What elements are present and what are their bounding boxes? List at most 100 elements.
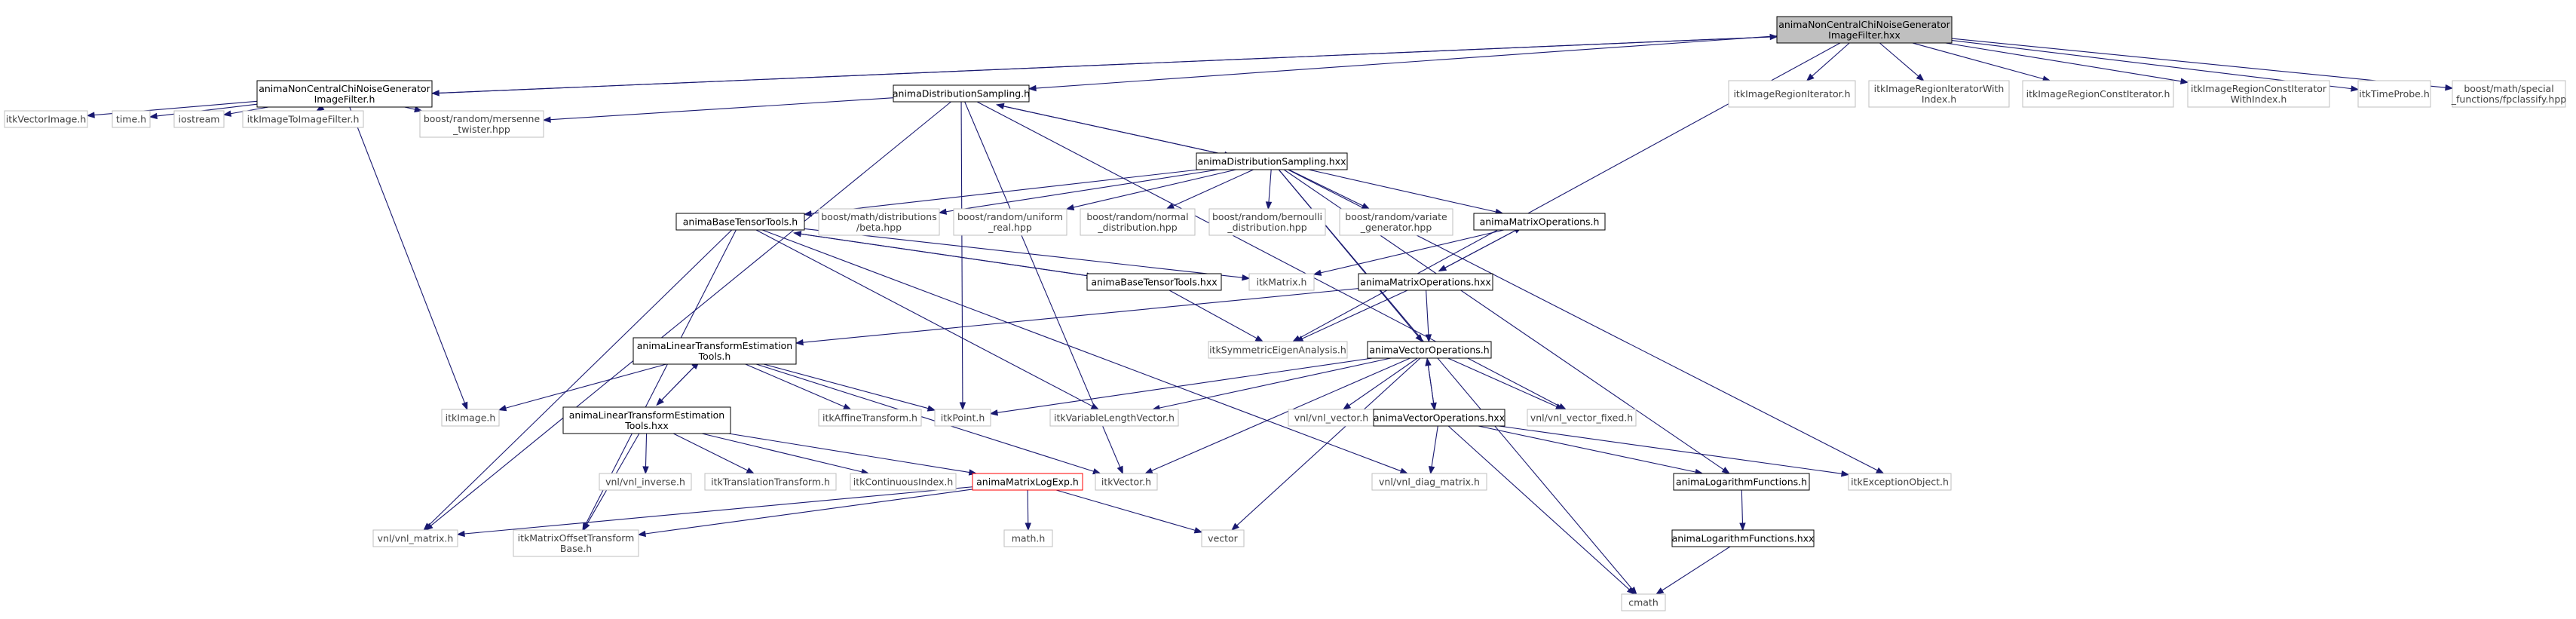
- node-label: animaLogarithmFunctions.hxx: [1672, 533, 1815, 544]
- edge-line: [432, 36, 1771, 94]
- node-box: [1671, 529, 1815, 547]
- edge-arrowhead: [746, 467, 755, 474]
- node-label: _twister.hpp: [452, 124, 510, 135]
- edge-arrowhead: [959, 402, 966, 411]
- edge-btt_hxx-to-itkSymmetricEigenAnalysis: [1169, 290, 1264, 342]
- edge-ltet_hxx-to-itkTranslationTransform: [672, 433, 755, 474]
- edge-line: [1151, 357, 1411, 471]
- edge-ds_h-to-vnl_matrix: [424, 101, 951, 531]
- edge-line: [430, 101, 951, 526]
- node-box: [675, 213, 805, 231]
- node-mo_h[interactable]: animaMatrixOperations.h: [1473, 213, 1606, 231]
- node-ds_h[interactable]: animaDistributionSampling.h: [893, 84, 1030, 103]
- node-label: animaVectorOperations.hxx: [1374, 412, 1505, 424]
- edge-arrowhead: [1144, 467, 1153, 474]
- node-label: _distribution.hpp: [1227, 222, 1306, 233]
- edge-mle_h-to-vnl_matrix: [456, 486, 973, 538]
- node-label: boost/random/normal: [1086, 211, 1188, 222]
- edge-arrowhead: [1739, 522, 1746, 532]
- edge-root-to-itkImageRegionIteratorWithIndex: [1879, 42, 1925, 81]
- edge-ds_hxx-to-beta: [938, 169, 1218, 215]
- edge-btt_hxx-to-btt_h: [792, 231, 1095, 277]
- node-box: [2452, 80, 2566, 108]
- edge-arrowhead: [222, 110, 232, 117]
- edge-line: [1912, 42, 2044, 80]
- node-mle_h[interactable]: animaMatrixLogExp.h: [972, 473, 1083, 491]
- node-box: [1080, 208, 1196, 236]
- node-label: itkSymmetricEigenAnalysis.h: [1209, 345, 1346, 356]
- node-itkVariableLengthVector: itkVariableLengthVector.h: [1049, 409, 1179, 427]
- node-ncc_h[interactable]: animaNonCentralChiNoiseGeneratorImageFil…: [256, 80, 433, 108]
- edge-arrowhead: [1028, 84, 1037, 92]
- node-lf_h[interactable]: animaLogarithmFunctions.h: [1673, 473, 1810, 491]
- edge-ds_hxx-to-bernoulli: [1265, 169, 1273, 210]
- node-itkImage: itkImage.h: [441, 409, 500, 427]
- node-label: itkImageRegionConstIterator.h: [2026, 88, 2170, 100]
- node-label: time.h: [116, 114, 146, 125]
- node-label: animaMatrixOperations.h: [1480, 216, 1600, 228]
- node-box: [1373, 409, 1505, 427]
- edge-vo_h-to-itkPoint: [989, 357, 1373, 416]
- node-ds_hxx[interactable]: animaDistributionSampling.hxx: [1196, 152, 1348, 170]
- edge-line: [1945, 42, 2182, 82]
- edge-line: [1320, 229, 1505, 274]
- edge-ncc_h-to-time_h: [149, 103, 258, 120]
- edge-vo_h-to-vnl_vector_fixed: [1447, 357, 1564, 410]
- edge-arrowhead: [1065, 204, 1075, 211]
- node-fpclassify: boost/math/special_functions/fpclassify.…: [2451, 80, 2566, 108]
- node-mo_hxx[interactable]: animaMatrixOperations.hxx: [1358, 273, 1493, 291]
- edge-arrowhead: [583, 522, 590, 532]
- edge-ltet_hxx-to-vnl_inverse: [642, 433, 649, 475]
- node-box: [1358, 273, 1493, 291]
- node-label: itkExceptionObject.h: [1851, 477, 1949, 488]
- node-vo_h[interactable]: animaVectorOperations.h: [1367, 341, 1492, 359]
- node-label: itkImageRegionIterator.h: [1733, 88, 1850, 100]
- node-box: [173, 110, 225, 128]
- node-btt_h[interactable]: animaBaseTensorTools.h: [675, 213, 805, 231]
- edge-arrowhead: [1265, 201, 1273, 210]
- node-label: boost/random/uniform: [957, 211, 1063, 222]
- edge-arrowhead: [1876, 467, 1885, 474]
- node-vo_hxx[interactable]: animaVectorOperations.hxx: [1373, 409, 1505, 427]
- node-label: vnl/vnl_inverse.h: [605, 477, 685, 488]
- node-btt_hxx[interactable]: animaBaseTensorTools.hxx: [1086, 273, 1222, 291]
- node-label: itkTimeProbe.h: [2359, 88, 2430, 100]
- node-box: [1728, 80, 1856, 108]
- edge-arrowhead: [1342, 403, 1352, 410]
- edge-ds_h-to-mersenne: [542, 97, 894, 123]
- edge-mle_h-to-math_h: [1025, 489, 1031, 532]
- edge-mo_h-to-itkMatrix: [1313, 229, 1505, 276]
- node-vnl_matrix: vnl/vnl_matrix.h: [372, 529, 458, 547]
- node-cmath: cmath: [1621, 593, 1666, 611]
- node-box: [704, 473, 837, 491]
- edge-ncc_h-to-root: [432, 33, 1778, 94]
- edge-line: [701, 433, 862, 473]
- edge-arrowhead: [456, 530, 465, 538]
- node-itkSymmetricEigenAnalysis: itkSymmetricEigenAnalysis.h: [1208, 341, 1348, 359]
- edge-arrowhead: [1090, 403, 1100, 410]
- edge-lf_hxx-to-cmath: [1655, 546, 1731, 595]
- node-label: boost/random/bernoulli: [1212, 211, 1322, 222]
- node-label: vnl/vnl_vector_fixed.h: [1530, 412, 1633, 424]
- node-vnl_vector: vnl/vnl_vector.h: [1288, 409, 1375, 427]
- node-itkImageToImageFilter: itkImageToImageFilter.h: [242, 110, 364, 128]
- node-itkVectorImage: itkVectorImage.h: [4, 110, 88, 128]
- edge-arrowhead: [1769, 33, 1778, 41]
- edge-line: [1951, 38, 2446, 88]
- node-box: [633, 337, 797, 365]
- edge-line: [349, 106, 465, 403]
- node-root[interactable]: animaNonCentralChiNoiseGeneratorImageFil…: [1776, 16, 1953, 44]
- node-itkTimeProbe: itkTimeProbe.h: [2357, 80, 2431, 108]
- edge-line: [1159, 357, 1392, 409]
- edge-line: [1427, 365, 1435, 410]
- edge-arrowhead: [938, 208, 948, 215]
- node-label: itkAffineTransform.h: [822, 412, 917, 424]
- edge-line: [997, 357, 1373, 413]
- node-label: vnl/vnl_matrix.h: [378, 533, 454, 544]
- node-box: [1776, 16, 1953, 44]
- node-lf_hxx[interactable]: animaLogarithmFunctions.hxx: [1671, 529, 1815, 547]
